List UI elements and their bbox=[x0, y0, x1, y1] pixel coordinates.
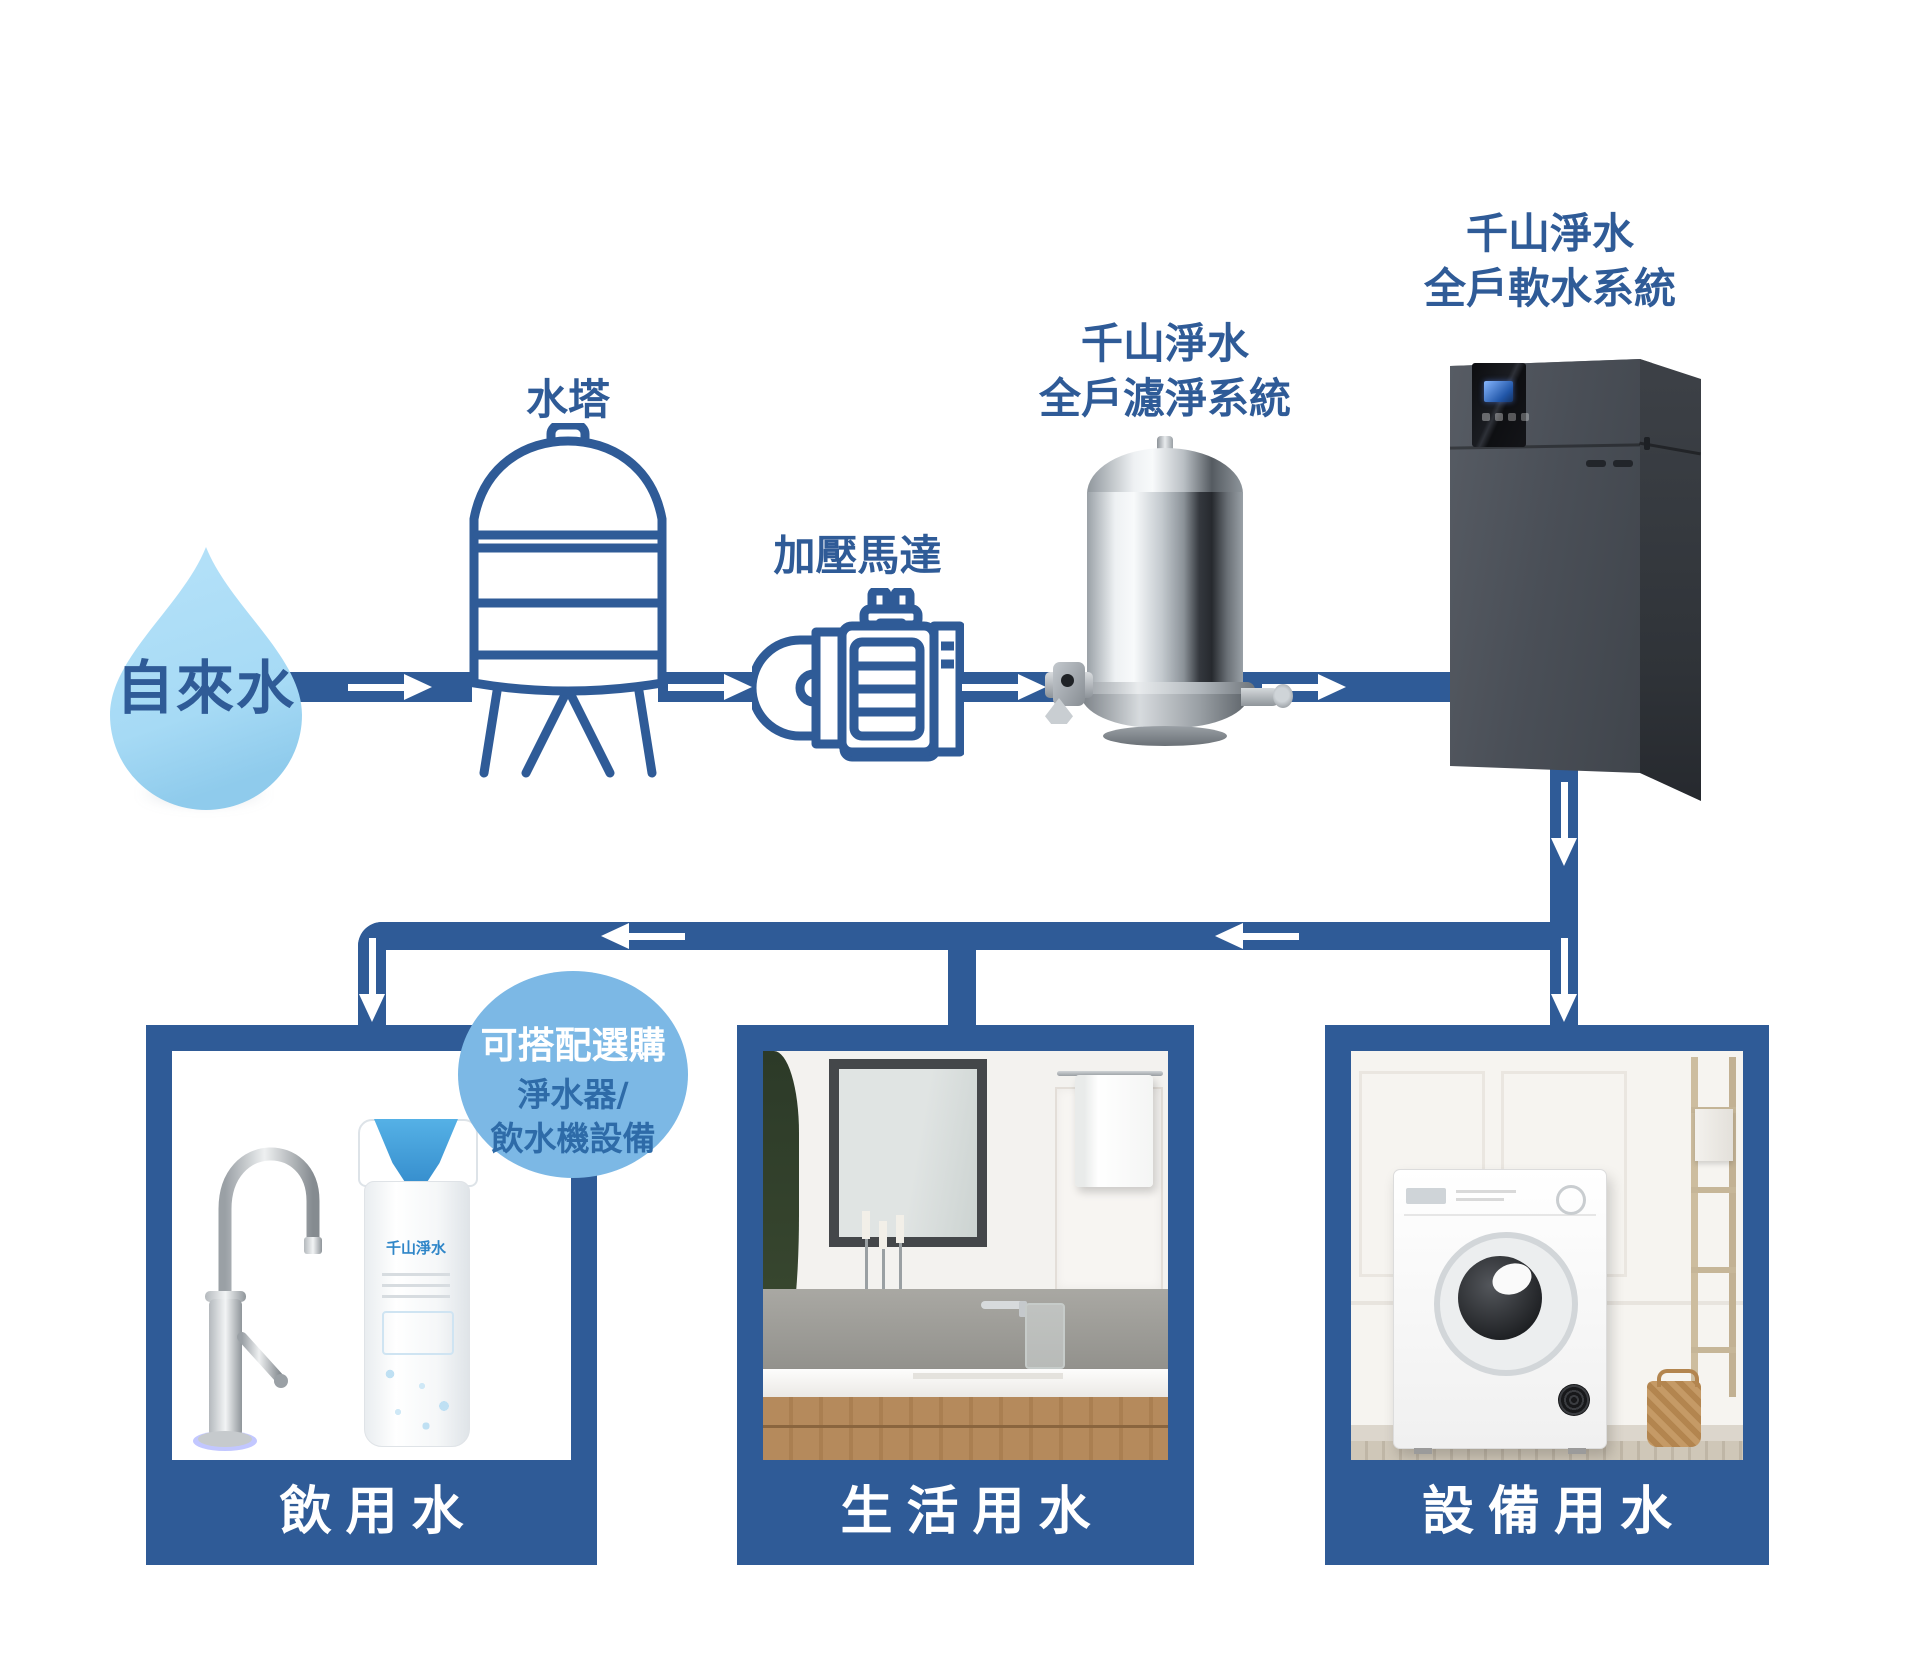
machine-foot bbox=[1568, 1448, 1586, 1454]
filter-base bbox=[1103, 726, 1227, 746]
filter-unit-image bbox=[1045, 436, 1295, 756]
filter-outlet bbox=[1241, 688, 1281, 706]
pump-label: 加壓馬達 bbox=[773, 531, 942, 580]
pipe-distribution-main bbox=[358, 922, 1578, 950]
softener-side-face bbox=[1640, 359, 1701, 801]
machine-door bbox=[1434, 1232, 1578, 1376]
candle bbox=[879, 1221, 887, 1249]
softener-screen bbox=[1484, 381, 1513, 402]
drinking-water-image: 千山淨水 bbox=[172, 1051, 571, 1460]
machine-foot bbox=[1414, 1448, 1432, 1454]
towel-bar bbox=[1057, 1071, 1163, 1076]
filter-body bbox=[1087, 492, 1243, 688]
washing-machine bbox=[1393, 1169, 1607, 1454]
filter-title-line2: 全戶濾淨系統 bbox=[1038, 374, 1291, 423]
wall-faucet-spout bbox=[1019, 1301, 1027, 1317]
hanging-towel bbox=[1695, 1109, 1733, 1161]
softener-title-line1: 千山淨水 bbox=[1465, 209, 1634, 258]
wall-faucet bbox=[981, 1301, 1027, 1309]
glass-jar bbox=[1025, 1303, 1065, 1369]
output-box-domestic: 生活用水 bbox=[737, 1025, 1194, 1565]
laundry-photo bbox=[1351, 1051, 1743, 1460]
faucet-icon bbox=[193, 1147, 322, 1451]
output-box-equipment: 設備用水 bbox=[1325, 1025, 1769, 1565]
softener-title-line2: 全戶軟水系統 bbox=[1423, 264, 1676, 313]
filter-title-line1: 千山淨水 bbox=[1080, 319, 1249, 368]
arrow-down-icon bbox=[359, 938, 385, 1022]
arrow-right-icon bbox=[962, 674, 1046, 700]
water-drop-icon bbox=[110, 547, 302, 810]
softener-handle-slots bbox=[1586, 460, 1633, 467]
arrow-right-icon bbox=[1262, 674, 1346, 700]
backsplash bbox=[763, 1289, 1168, 1381]
water-tower-label: 水塔 bbox=[525, 375, 610, 424]
softener-control-panel bbox=[1472, 363, 1526, 447]
candle bbox=[896, 1215, 904, 1243]
softener-unit-image bbox=[1440, 355, 1710, 805]
arrow-right-icon bbox=[668, 674, 752, 700]
ladder-rack bbox=[1687, 1057, 1739, 1397]
arrow-left-icon bbox=[601, 923, 685, 949]
drinking-water-label: 飲用水 bbox=[279, 1482, 478, 1542]
filter-outlet-cap bbox=[1273, 684, 1293, 708]
source-label: 自來水 bbox=[115, 654, 296, 722]
softener-panel-buttons bbox=[1482, 413, 1530, 421]
pressure-pump-icon bbox=[752, 588, 964, 762]
machine-knob bbox=[1556, 1185, 1586, 1215]
option-bubble-line1: 可搭配選購 bbox=[480, 1024, 666, 1067]
vanity-cabinet bbox=[763, 1397, 1168, 1460]
equipment-water-label: 設備用水 bbox=[1421, 1482, 1686, 1542]
machine-vent bbox=[1558, 1384, 1590, 1416]
water-tower-icon bbox=[469, 423, 667, 778]
pipe-branch-domestic bbox=[948, 948, 976, 1026]
softener-title: 千山淨水 全戶軟水系統 bbox=[1395, 206, 1705, 316]
filter-title: 千山淨水 全戶濾淨系統 bbox=[1020, 316, 1310, 426]
domestic-water-label: 生活用水 bbox=[840, 1482, 1105, 1542]
mirror bbox=[829, 1059, 987, 1247]
filter-cartridge-icon: 千山淨水 bbox=[352, 1105, 480, 1453]
wicker-basket bbox=[1647, 1369, 1701, 1447]
arrow-right-icon bbox=[348, 674, 432, 700]
cartridge-logo: 千山淨水 bbox=[385, 1239, 446, 1257]
option-bubble: 可搭配選購 淨水器/ 飲水機設備 bbox=[458, 971, 688, 1178]
bathroom-photo bbox=[763, 1051, 1168, 1460]
arrow-left-icon bbox=[1215, 923, 1299, 949]
option-bubble-line2: 淨水器/ bbox=[517, 1075, 629, 1114]
option-bubble-line3: 飲水機設備 bbox=[490, 1119, 656, 1158]
domestic-water-image bbox=[763, 1051, 1168, 1460]
filter-dome bbox=[1087, 448, 1243, 494]
machine-control-panel bbox=[1404, 1180, 1596, 1216]
filter-bowl bbox=[1081, 694, 1249, 728]
candle bbox=[862, 1211, 870, 1239]
arrow-down-icon bbox=[1551, 782, 1577, 866]
arrow-down-icon bbox=[1551, 938, 1577, 1022]
softener-side-button bbox=[1644, 437, 1650, 450]
towel bbox=[1075, 1075, 1153, 1187]
equipment-water-image bbox=[1351, 1051, 1743, 1460]
filter-inlet-hole bbox=[1061, 674, 1074, 687]
sink-recess bbox=[913, 1373, 1063, 1379]
